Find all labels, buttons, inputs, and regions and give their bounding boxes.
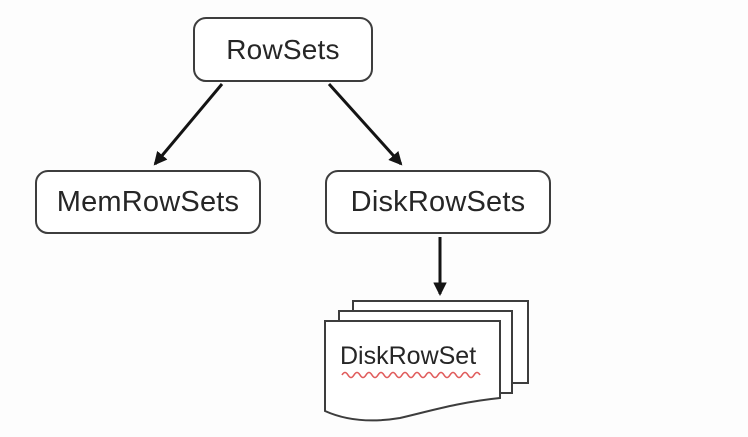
edge-rowsets-to-diskrowsets [327, 82, 403, 166]
node-diskrowsets: DiskRowSets [325, 170, 551, 234]
document-page-front [324, 320, 501, 422]
node-memrowsets: MemRowSets [35, 170, 261, 234]
node-memrowsets-label: MemRowSets [56, 185, 240, 218]
node-rowsets-label: RowSets [226, 33, 340, 65]
edge-rowsets-to-memrowsets [153, 83, 224, 166]
diskrowset-doc-label: DiskRowSet [340, 342, 477, 370]
node-rowsets: RowSets [193, 17, 373, 82]
spellcheck-squiggle [341, 371, 481, 379]
node-diskrowsets-label: DiskRowSets [350, 185, 526, 218]
diskrowset-document-stack [324, 300, 529, 422]
